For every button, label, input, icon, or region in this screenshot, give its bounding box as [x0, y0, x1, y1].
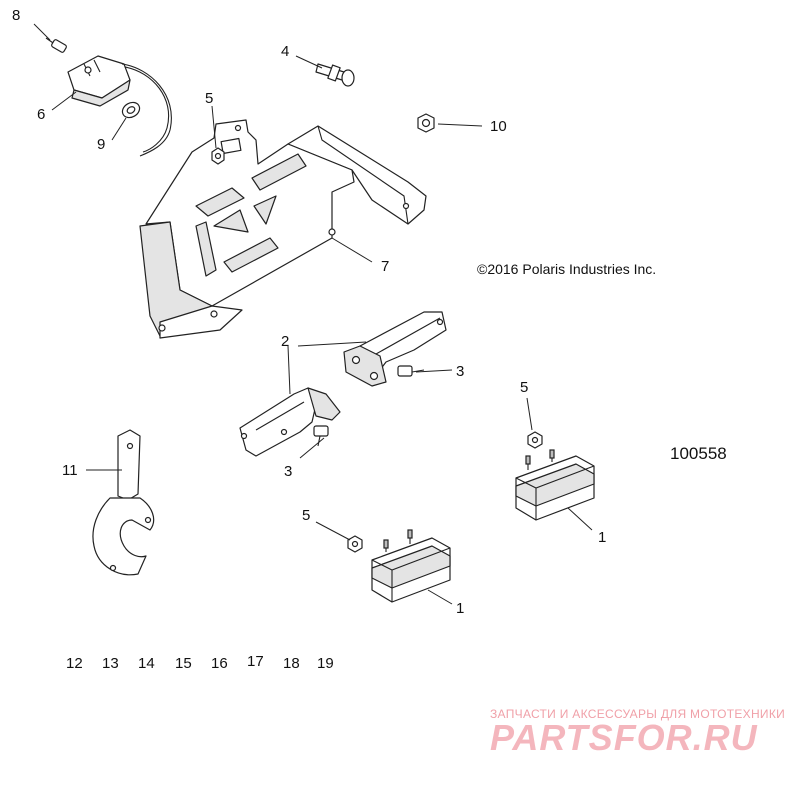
watermark: ЗАПЧАСТИ И АКСЕССУАРЫ ДЛЯ МОТОТЕХНИКИ PA…: [490, 707, 785, 758]
callout-3-lower: 3: [284, 463, 292, 480]
washer-part-9: [121, 101, 141, 119]
nut-part-10: [417, 113, 435, 133]
screw-part-3-upper: [397, 365, 425, 377]
callout-5-upper-light: 5: [520, 379, 528, 396]
callout-10: 10: [490, 118, 507, 135]
callout-2: 2: [281, 333, 289, 350]
callout-4: 4: [281, 43, 289, 60]
bracket-part-11: [92, 429, 155, 576]
unlisted-reference-row: 12 13 14 15 16 17 18 19: [66, 653, 334, 672]
screw-part-3-lower: [313, 425, 329, 447]
callout-labels: 8 6 9 5 4 10 7 2 3 3 5 5 1 1 11: [12, 7, 606, 617]
callout-5-bracket: 5: [205, 90, 213, 107]
ref-number: 18: [283, 655, 300, 672]
ref-number: 17: [247, 653, 264, 670]
watermark-brand: PARTSFOR.RU: [490, 717, 758, 758]
ref-number: 13: [102, 655, 119, 672]
tail-light-part-1-upper: [515, 449, 595, 521]
watermark-tagline: ЗАПЧАСТИ И АКСЕССУАРЫ ДЛЯ МОТОТЕХНИКИ: [490, 707, 785, 721]
license-lamp-part-6: [67, 55, 172, 157]
ref-number: 15: [175, 655, 192, 672]
callout-7: 7: [381, 258, 389, 275]
nut-part-5-lower-light: [347, 535, 363, 553]
ref-number: 19: [317, 655, 334, 672]
nut-part-5-upper-light: [527, 431, 543, 449]
callout-9: 9: [97, 136, 105, 153]
callout-5-lower-light: 5: [302, 507, 310, 524]
leader-lines: [33, 23, 593, 605]
callout-8: 8: [12, 7, 20, 24]
callout-3-upper: 3: [456, 363, 464, 380]
light-bracket-part-2-right: [343, 311, 447, 387]
screw-part-8: [45, 37, 67, 53]
tail-light-part-1-lower: [371, 529, 451, 603]
ref-number: 12: [66, 655, 83, 672]
callout-1-upper-light: 1: [598, 529, 606, 546]
callout-11: 11: [62, 462, 78, 479]
light-bracket-part-2-left: [239, 387, 341, 457]
ref-number: 14: [138, 655, 155, 672]
copyright-text: ©2016 Polaris Industries Inc.: [477, 261, 656, 277]
license-bracket-part-7: [139, 119, 427, 339]
bolt-part-4: [315, 63, 355, 87]
ref-number: 16: [211, 655, 228, 672]
callout-6: 6: [37, 106, 45, 123]
figure-number: 100558: [670, 444, 727, 463]
callout-1-lower-light: 1: [456, 600, 464, 617]
